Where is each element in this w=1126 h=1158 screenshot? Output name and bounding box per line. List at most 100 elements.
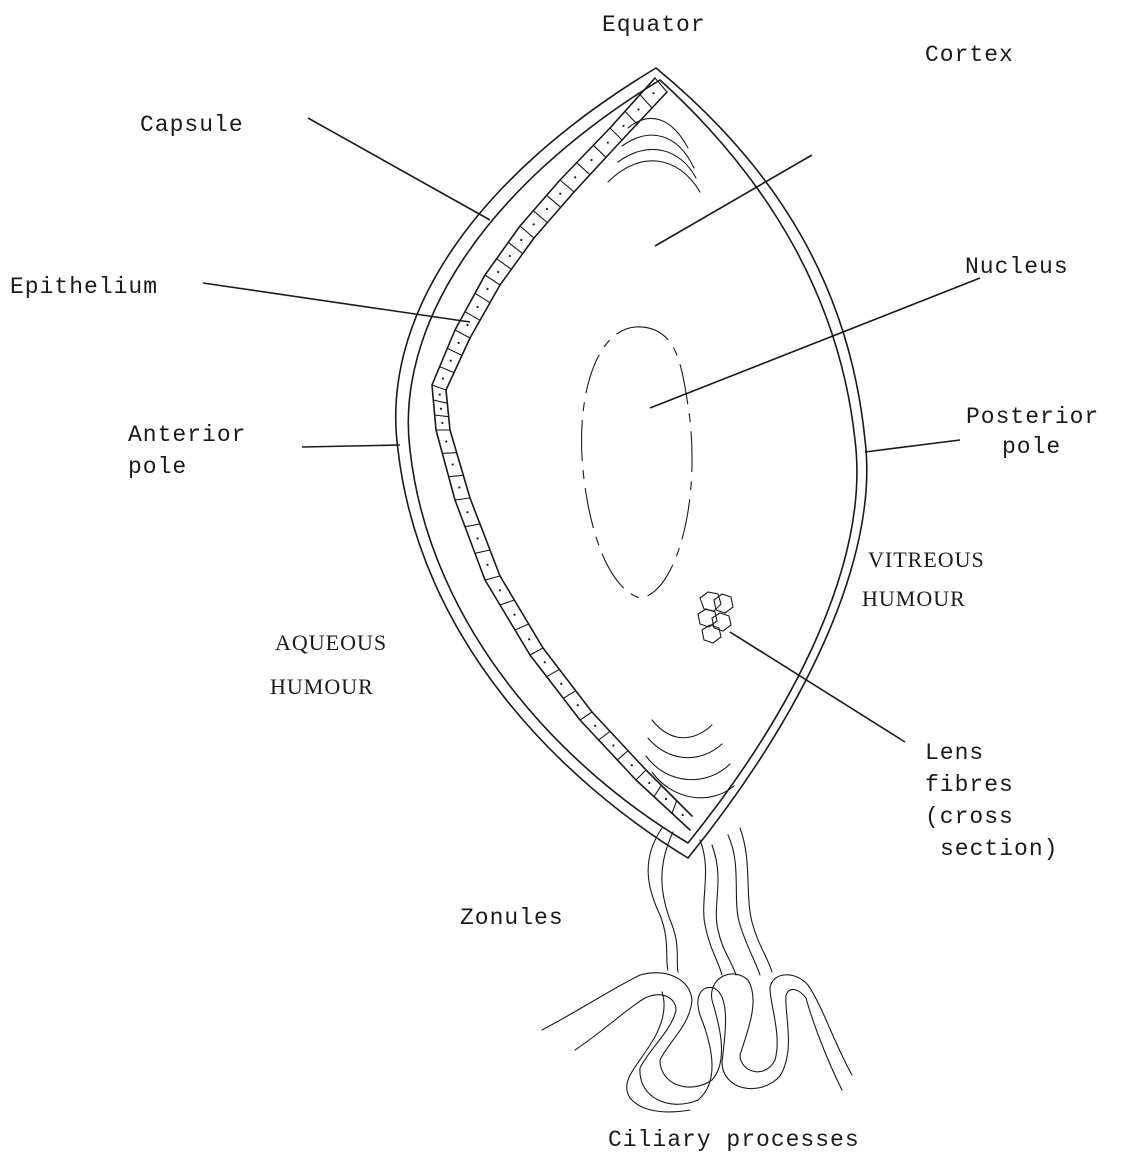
lens-fibres-cross-section-cluster [698, 592, 733, 643]
epithelial-cell-wall [475, 293, 490, 302]
epithelial-cell-wall [593, 145, 606, 157]
ciliary-process-folds [542, 973, 852, 1112]
epithelial-cell-nucleus [450, 360, 452, 362]
epithelial-cell-nucleus [528, 638, 530, 640]
epithelial-cell-wall [465, 524, 480, 527]
vitreous-humour-label-line2: HUMOUR [862, 584, 966, 614]
capsule-leader [308, 118, 490, 220]
epithelial-cell-nucleus [594, 725, 596, 727]
epithelial-cell-nucleus [445, 440, 447, 442]
posterior-pole-label-line2: pole [1002, 432, 1061, 462]
epithelial-cell-nucleus [486, 564, 488, 566]
epithelial-cell-wall [599, 731, 610, 740]
epithelial-cell-nucleus [577, 704, 579, 706]
epithelial-cell-nucleus [682, 814, 684, 816]
epithelial-cell-wall [465, 312, 480, 321]
epithelial-cell-wall [640, 95, 652, 108]
zonules-label: Zonules [460, 903, 564, 933]
aqueous-humour-label-line2: HUMOUR [270, 672, 374, 702]
nucleus-outline [582, 327, 693, 598]
epithelial-cell-nucleus [590, 159, 592, 161]
epithelial-cell-wall [455, 330, 470, 338]
epithelium-layer [432, 78, 692, 830]
epithelial-cell-wall [455, 498, 470, 500]
epithelial-cell-nucleus [466, 324, 468, 326]
epithelial-cell-wall [560, 180, 574, 192]
epithelial-cell-nucleus [607, 142, 609, 144]
epithelial-cell-wall [485, 275, 500, 285]
epithelial-cell-wall [442, 453, 456, 454]
epithelial-cell-wall [520, 226, 534, 238]
epithelial-cell-nucleus [440, 408, 442, 410]
epithelial-cell-nucleus [622, 125, 624, 127]
epithelial-cell-nucleus [497, 271, 499, 273]
epithelial-cell-nucleus [631, 764, 633, 766]
zonule-fibres [648, 828, 772, 975]
epithelial-cell-wall [432, 385, 446, 390]
epithelial-cell-nucleus [509, 255, 511, 257]
epithelial-cell-wall [497, 259, 512, 270]
cortex-label: Cortex [925, 40, 1014, 70]
epithelial-cell-wall [485, 576, 500, 580]
epithelial-cell-nucleus [476, 306, 478, 308]
epithelium-label: Epithelium [10, 272, 158, 302]
epithelial-cell-nucleus [452, 463, 454, 465]
epithelial-cell-wall [547, 195, 561, 207]
epithelial-cell-nucleus [441, 422, 443, 424]
epithelial-cell-wall [580, 712, 592, 720]
epithelial-cell-nucleus [544, 661, 546, 663]
epithelial-cell-nucleus [476, 537, 478, 539]
vitreous-humour-label-line1: VITREOUS [868, 545, 985, 575]
epithelial-cell-nucleus [520, 239, 522, 241]
aqueous-humour-label-line1: AQUEOUS [275, 628, 387, 658]
epithelial-cell-wall [433, 400, 447, 403]
epithelial-cell-nucleus [648, 782, 650, 784]
epithelial-cell-wall [515, 624, 529, 630]
epithelial-cell-nucleus [457, 342, 459, 344]
anterior-pole-label-line2: pole [128, 452, 187, 482]
epithelial-cell-nucleus [533, 223, 535, 225]
epithelial-cell-nucleus [458, 486, 460, 488]
epithelial-cell-wall [508, 242, 522, 253]
epithelial-cell-wall [435, 415, 449, 417]
epithelial-cell-nucleus [612, 744, 614, 746]
epithelial-cell-nucleus [466, 511, 468, 513]
epithelial-cell-nucleus [546, 208, 548, 210]
epithelial-cell-wall [500, 600, 514, 605]
epithelium-leader [203, 283, 470, 322]
posterior-pole-leader [865, 440, 960, 452]
nucleus-leader [650, 278, 980, 408]
ciliary-processes-label: Ciliary processes [608, 1125, 860, 1155]
equator-label: Equator [602, 10, 706, 40]
lens-fibres-label-line4: section) [940, 834, 1058, 864]
lens-fibres-label-line2: fibres [925, 770, 1014, 800]
epithelial-cell-wall [617, 751, 628, 760]
nucleus-label: Nucleus [965, 252, 1069, 282]
epithelial-cell-nucleus [439, 393, 441, 395]
anterior-pole-leader [302, 445, 400, 447]
lens-capsule-outline [396, 68, 867, 858]
epithelial-cell-wall [672, 801, 677, 814]
epithelial-cell-wall [447, 348, 462, 355]
epithelial-cell-wall [636, 770, 646, 780]
epithelial-cell-wall [440, 367, 454, 373]
epithelial-cell-wall [449, 475, 464, 476]
epithelial-cell-wall [533, 211, 547, 223]
epithelial-cell-wall [577, 163, 590, 175]
capsule-label: Capsule [140, 110, 244, 140]
lens-fibres-leader [730, 632, 905, 742]
epithelial-cell-wall [530, 648, 543, 655]
epithelial-cells [432, 78, 684, 816]
lens-fibre-arcs-top [608, 118, 700, 192]
posterior-pole-label-line1: Posterior [966, 402, 1099, 432]
epithelial-cell-wall [625, 111, 637, 124]
epithelial-cell-nucleus [499, 589, 501, 591]
epithelial-cell-wall [654, 785, 661, 796]
epithelial-cell-nucleus [665, 798, 667, 800]
epithelial-cell-nucleus [637, 108, 639, 110]
epithelial-cell-nucleus [652, 92, 654, 94]
epithelial-cell-wall [475, 550, 490, 553]
epithelial-cell-nucleus [559, 193, 561, 195]
